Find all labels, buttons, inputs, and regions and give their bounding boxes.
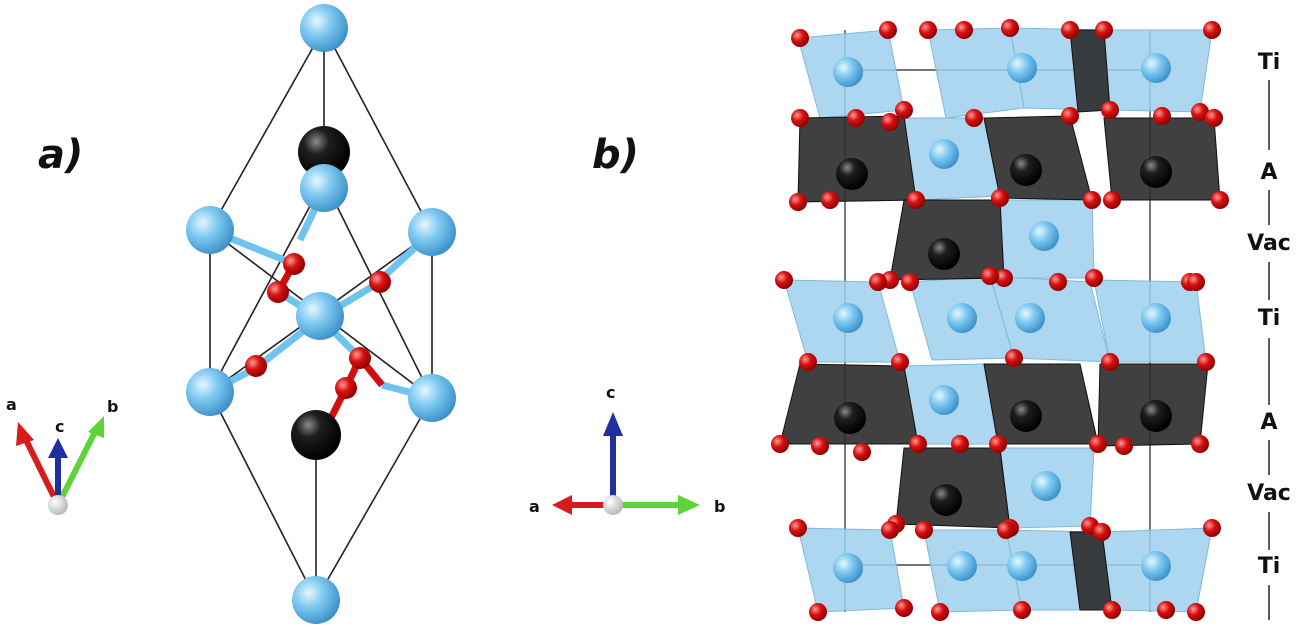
o-atom — [335, 377, 357, 399]
o-atom — [267, 281, 289, 303]
axis-a-label: a — [529, 497, 540, 516]
ti-atom — [186, 206, 234, 254]
layer-label-vac: Vac — [1247, 481, 1291, 506]
ti-atom — [292, 576, 340, 624]
ti-atom — [296, 292, 344, 340]
o-atom — [369, 271, 391, 293]
panel-b-label: b) — [592, 132, 639, 178]
a-atom — [298, 126, 350, 178]
panel-a-structure — [186, 4, 456, 624]
panel-a-label: a) — [38, 132, 84, 178]
ti-atom — [408, 374, 456, 422]
o-atom — [283, 253, 305, 275]
axis-b-label: b — [714, 497, 725, 516]
atoms — [186, 4, 456, 624]
axis-c-label: c — [606, 383, 615, 402]
layer-label-a: A — [1260, 160, 1278, 185]
layer-label-a: A — [1260, 410, 1278, 435]
ti-atom — [408, 208, 456, 256]
layer-label-ti: Ti — [1257, 554, 1281, 579]
layer-label-ti: Ti — [1257, 50, 1281, 75]
panel-b-structure — [771, 19, 1229, 621]
layer-label-vac: Vac — [1247, 231, 1291, 256]
layer-label-ti: Ti — [1257, 306, 1281, 331]
o-atom — [245, 355, 267, 377]
axis-triad-a: a c b — [6, 395, 118, 515]
axis-b-label: b — [107, 397, 118, 416]
ti-atom — [300, 4, 348, 52]
axis-c-label: c — [55, 417, 64, 436]
axis-triad-b: a c b — [529, 383, 725, 516]
o-atom — [349, 347, 371, 369]
ti-atom — [186, 368, 234, 416]
ti-atom — [300, 164, 348, 212]
a-atom — [291, 410, 341, 460]
axis-a-label: a — [6, 395, 17, 414]
